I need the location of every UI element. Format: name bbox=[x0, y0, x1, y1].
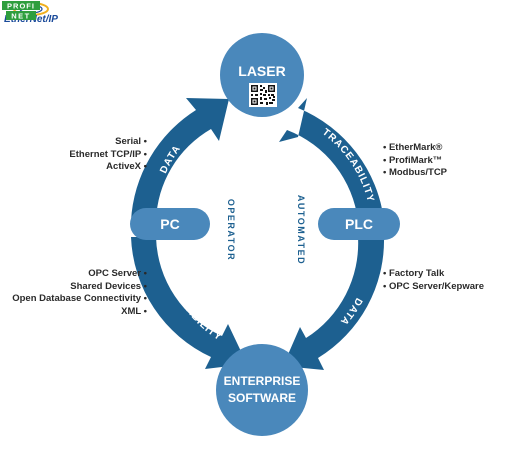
list-item: OPC Server • bbox=[88, 268, 147, 279]
enterprise-software-node: ENTERPRISE SOFTWARE bbox=[216, 344, 308, 436]
automated-label: AUTOMATED bbox=[296, 195, 306, 265]
laser-label: LASER bbox=[238, 63, 285, 79]
list-item: XML • bbox=[121, 305, 147, 317]
qr-code-icon bbox=[249, 83, 277, 107]
arrow-data-bottom-right bbox=[283, 237, 385, 370]
list-item: Serial • bbox=[115, 136, 147, 147]
enterprise-interface-list: OPC Server • Shared Devices • Open Datab… bbox=[12, 268, 147, 318]
plc-label: PLC bbox=[345, 216, 373, 232]
operator-label: OPERATOR bbox=[226, 199, 236, 261]
list-item: Open Database Connectivity • bbox=[12, 293, 147, 304]
list-item: • OPC Server/Kepware bbox=[383, 280, 485, 292]
arrow-data-top-left bbox=[131, 98, 229, 221]
list-item: Ethernet TCP/IP • bbox=[69, 148, 147, 160]
arrow-traceability-top-right bbox=[279, 98, 384, 221]
list-item: • Modbus/TCP bbox=[383, 167, 448, 178]
enterprise-label-line1: ENTERPRISE bbox=[224, 374, 301, 388]
plc-software-list: • Factory Talk • OPC Server/Kepware bbox=[383, 268, 484, 293]
list-item: • ProfiMark™ bbox=[383, 154, 443, 166]
list-item: ActiveX • bbox=[106, 161, 147, 172]
laser-node: LASER bbox=[220, 33, 304, 117]
pc-node: PC bbox=[130, 208, 210, 240]
arrow-traceability-bottom-left bbox=[131, 237, 247, 369]
pc-interface-list: Serial • Ethernet TCP/IP • ActiveX • bbox=[69, 136, 147, 174]
list-item: • Factory Talk bbox=[383, 268, 445, 279]
pc-label: PC bbox=[160, 216, 179, 232]
profinet-logo-bottom: NET bbox=[11, 12, 31, 21]
list-item: • EtherMark® bbox=[383, 142, 443, 153]
profinet-logo-top: PROFI bbox=[7, 2, 35, 11]
list-item: Shared Devices • bbox=[70, 280, 147, 292]
enterprise-label-line2: SOFTWARE bbox=[228, 391, 296, 405]
profinet-logo: PROFI NET bbox=[2, 1, 40, 21]
plc-protocol-list: • EtherMark® • ProfiMark™ • Modbus/TCP bbox=[383, 142, 447, 180]
plc-node: PLC bbox=[318, 208, 400, 240]
